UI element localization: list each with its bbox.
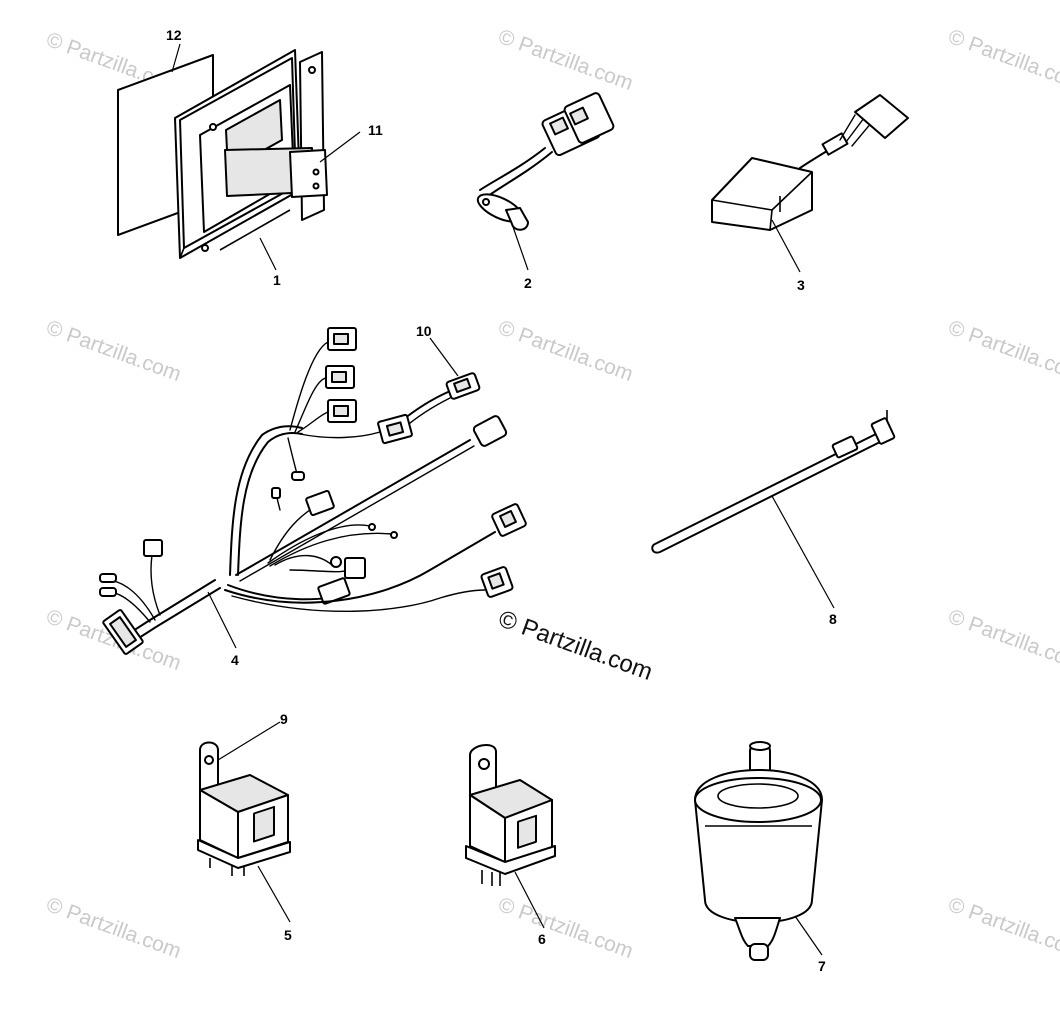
callout-7: 7 <box>818 958 826 974</box>
callout-3: 3 <box>797 277 805 293</box>
part-11-bracket[interactable] <box>224 51 328 221</box>
callout-8: 8 <box>829 611 837 627</box>
callout-labels: 12 11 1 2 3 10 4 8 9 5 6 7 <box>166 27 837 974</box>
watermark: © Partzilla.com <box>945 25 1060 95</box>
watermark: © Partzilla.com <box>495 316 636 386</box>
watermark: © Partzilla.com <box>945 893 1060 963</box>
part-2-sensor[interactable] <box>474 92 615 231</box>
part-3-module[interactable] <box>711 94 909 231</box>
part-8-cable-tie[interactable] <box>651 410 896 554</box>
callout-5: 5 <box>284 927 292 943</box>
callout-2: 2 <box>524 275 532 291</box>
part-10-connector[interactable] <box>399 372 481 429</box>
watermark: © Partzilla.com <box>43 893 184 963</box>
part-4-wiring-harness[interactable] <box>99 327 527 655</box>
watermark: © Partzilla.com <box>495 893 636 963</box>
part-5-relay[interactable] <box>197 741 291 877</box>
leader-lines <box>171 43 835 956</box>
callout-4: 4 <box>231 652 239 668</box>
callout-11: 11 <box>368 122 383 138</box>
watermark: © Partzilla.com <box>945 316 1060 386</box>
watermark: © Partzilla.com <box>43 316 184 386</box>
watermark-center: © Partzilla.com <box>495 605 656 686</box>
callout-1: 1 <box>273 272 281 288</box>
part-7-fuel-filter[interactable] <box>694 741 823 961</box>
part-6-relay[interactable] <box>465 744 556 886</box>
callout-12: 12 <box>166 27 182 43</box>
callout-10: 10 <box>416 323 432 339</box>
watermark: © Partzilla.com <box>495 25 636 95</box>
callout-9: 9 <box>280 711 288 727</box>
callout-6: 6 <box>538 931 546 947</box>
watermark: © Partzilla.com <box>945 605 1060 675</box>
